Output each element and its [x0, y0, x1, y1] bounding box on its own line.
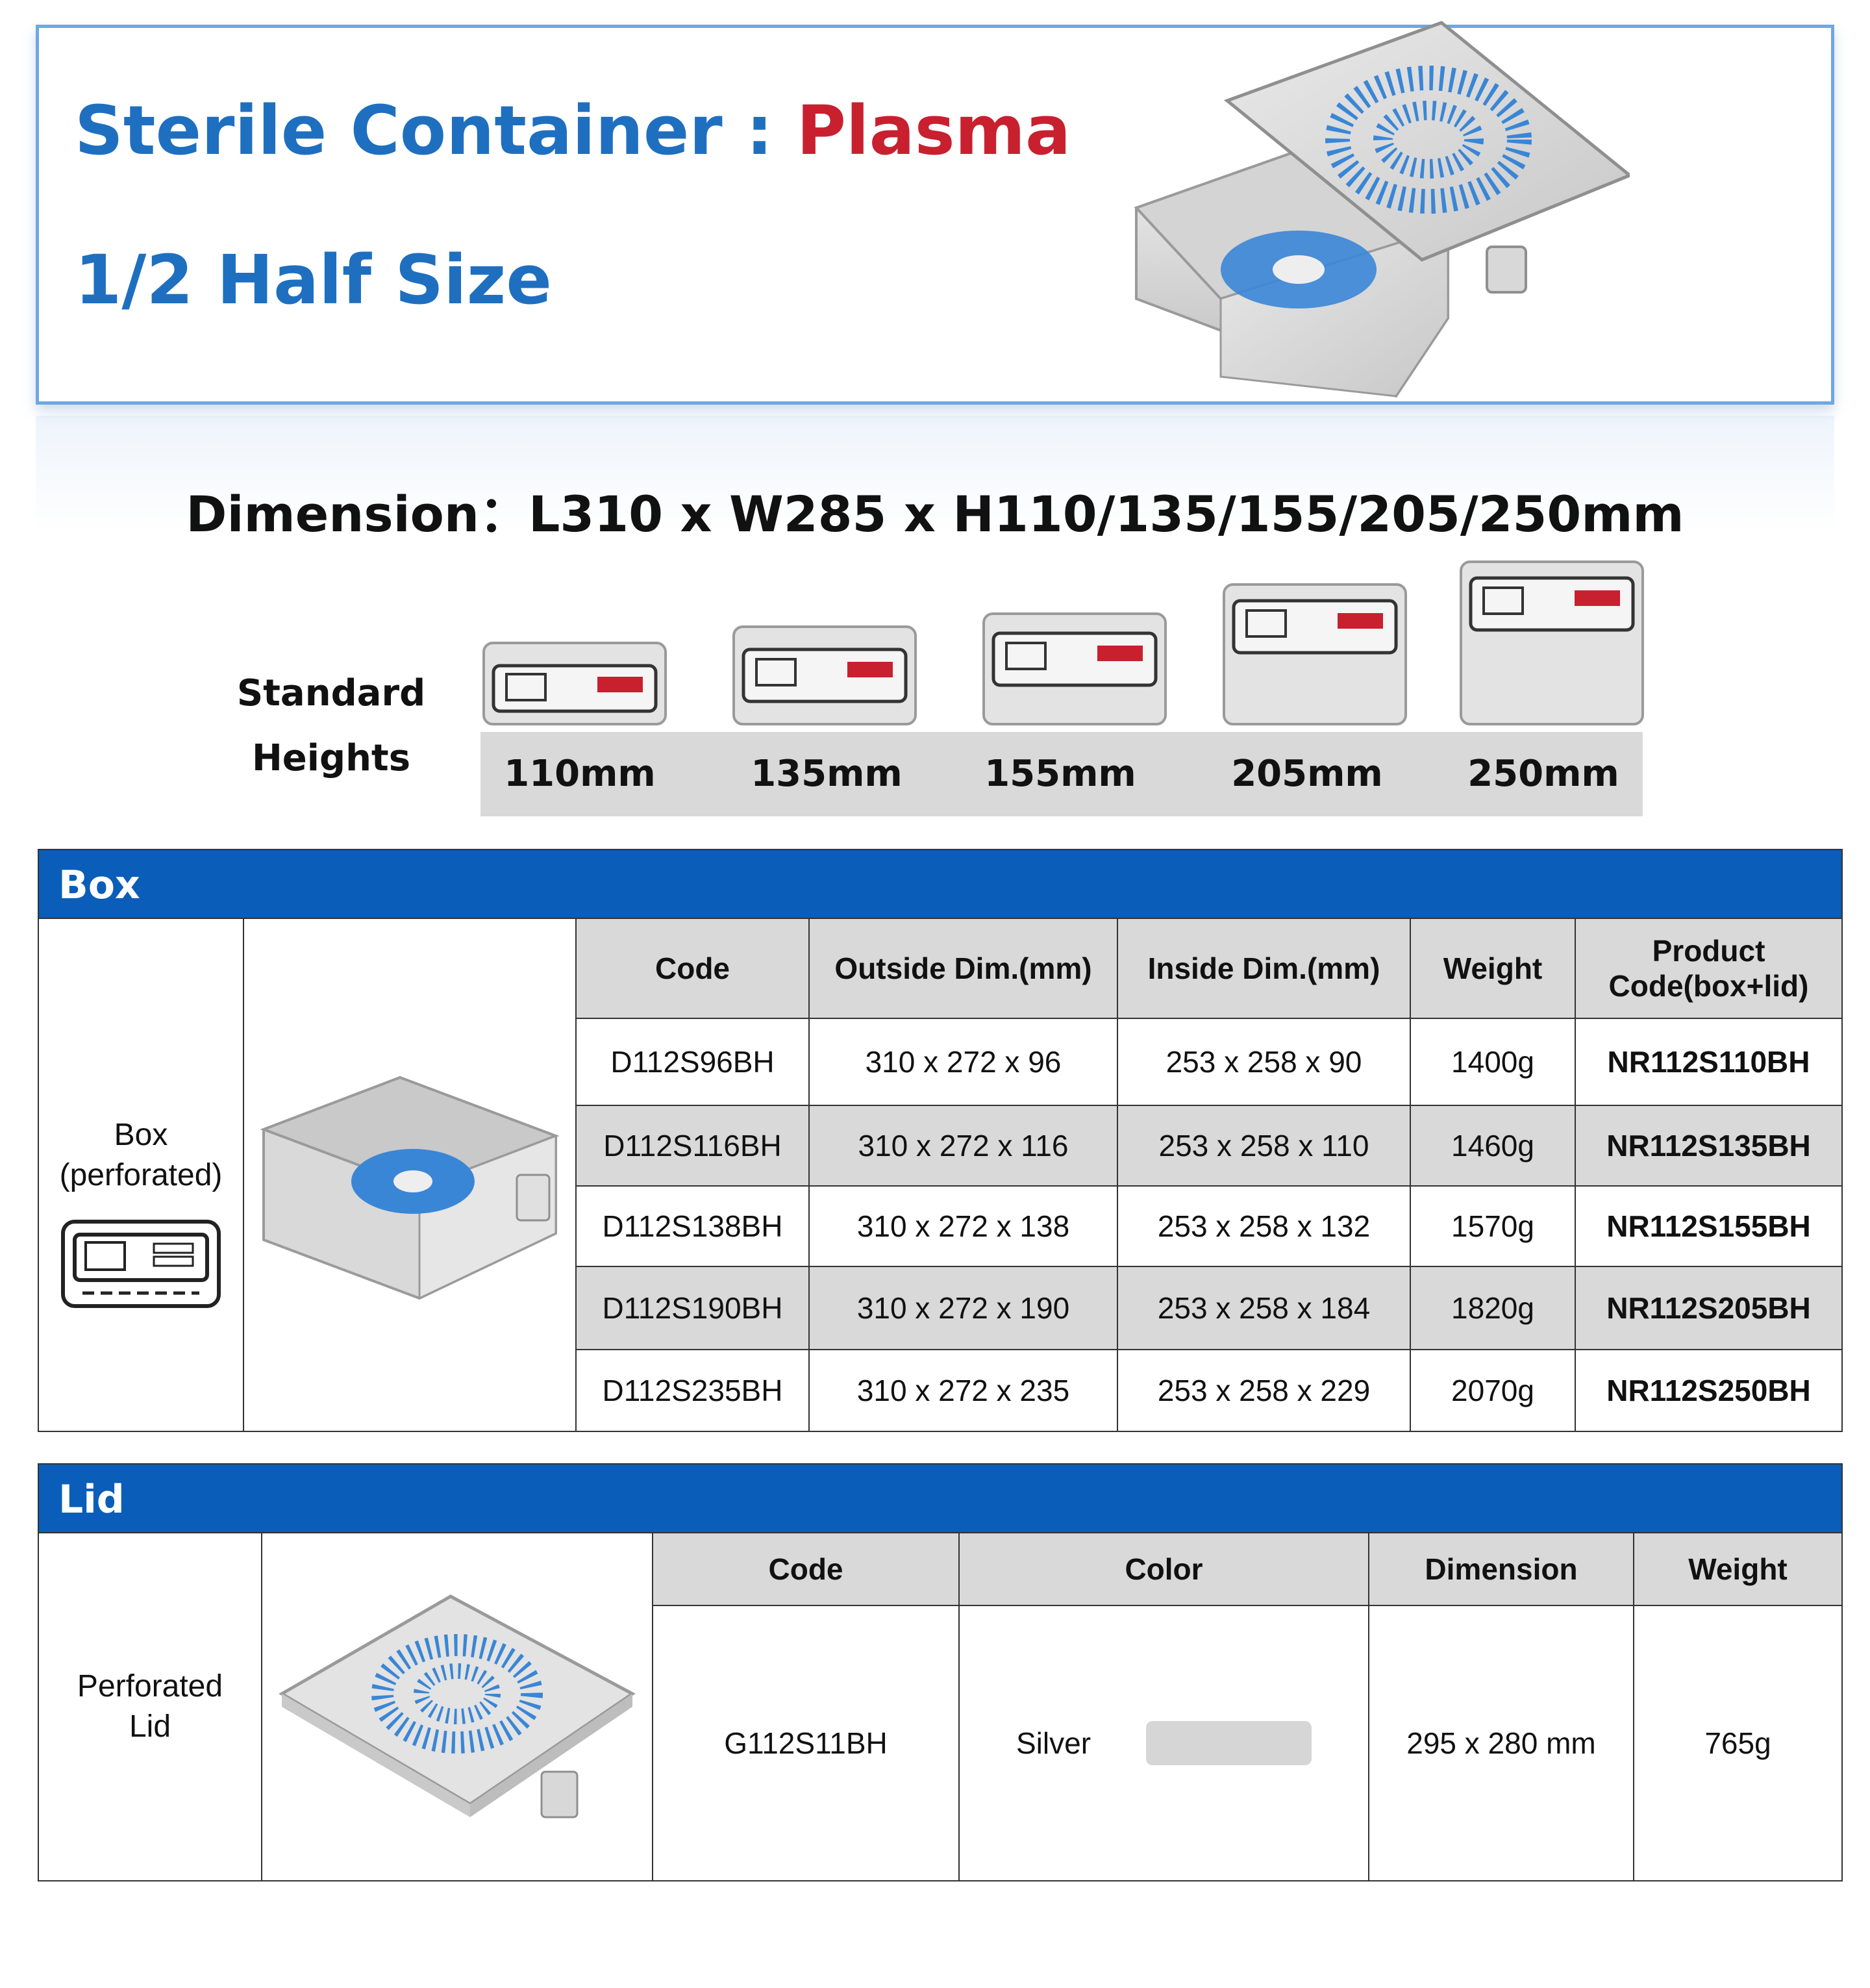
box-row1-product-code: NR112S110BH	[1575, 1018, 1843, 1106]
box-row5-inside: 253 x 258 x 229	[1117, 1349, 1411, 1432]
perforated-lid-image	[279, 1594, 636, 1818]
box-front-outline-icon	[61, 1220, 221, 1308]
box-image-cell	[243, 918, 577, 1432]
height-250: 250mm	[1467, 753, 1619, 795]
height-155: 155mm	[984, 753, 1136, 795]
lid-dimension: 295 x 280 mm	[1368, 1605, 1634, 1881]
box-row1-code: D112S96BH	[575, 1018, 810, 1106]
container-with-lid-illustration	[1134, 21, 1630, 398]
box-label-cell: Box (perforated)	[38, 918, 244, 1432]
box-col-outside-dim: Outside Dim.(mm)	[808, 918, 1118, 1019]
height-135: 135mm	[751, 753, 903, 795]
box-row3-code: D112S138BH	[575, 1185, 810, 1267]
box-row5-outside: 310 x 272 x 235	[808, 1349, 1118, 1432]
box-row3-weight: 1570g	[1410, 1185, 1576, 1267]
container-110-image	[482, 642, 667, 725]
box-row4-inside: 253 x 258 x 184	[1117, 1266, 1411, 1350]
box-row1-inside: 253 x 258 x 90	[1117, 1018, 1411, 1106]
box-row5-code: D112S235BH	[575, 1349, 810, 1432]
lid-col-color: Color	[958, 1532, 1369, 1606]
lid-color-label: Silver	[1016, 1726, 1091, 1760]
lid-col-weight: Weight	[1633, 1532, 1843, 1606]
container-250-image	[1460, 560, 1644, 725]
standard-heights-label-line1: Standard	[236, 672, 426, 714]
box-col-inside-dim: Inside Dim.(mm)	[1117, 918, 1411, 1019]
box-row5-product-code: NR112S250BH	[1575, 1349, 1843, 1432]
container-155-image	[982, 612, 1167, 725]
box-row5-weight: 2070g	[1410, 1349, 1576, 1432]
lid-weight: 765g	[1633, 1605, 1843, 1881]
box-section-header: Box	[38, 849, 1843, 919]
lid-image-cell	[261, 1532, 653, 1881]
lid-label-cell: Perforated Lid	[38, 1532, 262, 1881]
title-accent: Plasma	[796, 91, 1071, 170]
heights-bar	[480, 732, 1643, 816]
box-row4-weight: 1820g	[1410, 1266, 1576, 1350]
box-row4-code: D112S190BH	[575, 1266, 810, 1350]
lid-code: G112S11BH	[652, 1605, 960, 1881]
height-205: 205mm	[1231, 753, 1383, 795]
box-row2-outside: 310 x 272 x 116	[808, 1105, 1118, 1187]
lid-label-line1: Perforated	[77, 1669, 223, 1704]
box-row3-outside: 310 x 272 x 138	[808, 1185, 1118, 1267]
box-row2-code: D112S116BH	[575, 1105, 810, 1187]
box-col-weight: Weight	[1410, 918, 1576, 1019]
perforated-box-image	[260, 1076, 560, 1300]
standard-heights-label-line2: Heights	[251, 737, 411, 779]
lid-section-header: Lid	[38, 1463, 1843, 1533]
lid-label-line2: Lid	[129, 1709, 171, 1744]
box-row3-inside: 253 x 258 x 132	[1117, 1185, 1411, 1267]
lid-col-code: Code	[652, 1532, 960, 1606]
lid-col-dimension: Dimension	[1368, 1532, 1634, 1606]
box-row2-inside: 253 x 258 x 110	[1117, 1105, 1411, 1187]
page-title: Sterile Container : Plasma	[75, 91, 1071, 170]
hero-reflection	[36, 416, 1834, 533]
box-row2-product-code: NR112S135BH	[1575, 1105, 1843, 1187]
box-label-line2: (perforated)	[59, 1158, 223, 1192]
box-row2-weight: 1460g	[1410, 1105, 1576, 1187]
container-135-image	[732, 625, 917, 725]
box-row1-weight: 1400g	[1410, 1018, 1576, 1106]
box-col-code: Code	[575, 918, 810, 1019]
container-205-image	[1223, 583, 1407, 725]
dimension-text: Dimension：L310 x W285 x H110/135/155/205…	[186, 485, 1684, 543]
height-110: 110mm	[504, 753, 656, 795]
lid-color-cell: Silver	[958, 1605, 1369, 1881]
box-row4-outside: 310 x 272 x 190	[808, 1266, 1118, 1350]
silver-color-swatch	[1146, 1721, 1312, 1765]
page-subtitle: 1/2 Half Size	[75, 240, 552, 320]
box-row4-product-code: NR112S205BH	[1575, 1266, 1843, 1350]
box-row3-product-code: NR112S155BH	[1575, 1185, 1843, 1267]
box-col-product-code: Product Code(box+lid)	[1575, 918, 1843, 1019]
box-label-line1: Box	[114, 1118, 168, 1152]
box-row1-outside: 310 x 272 x 96	[808, 1018, 1118, 1106]
